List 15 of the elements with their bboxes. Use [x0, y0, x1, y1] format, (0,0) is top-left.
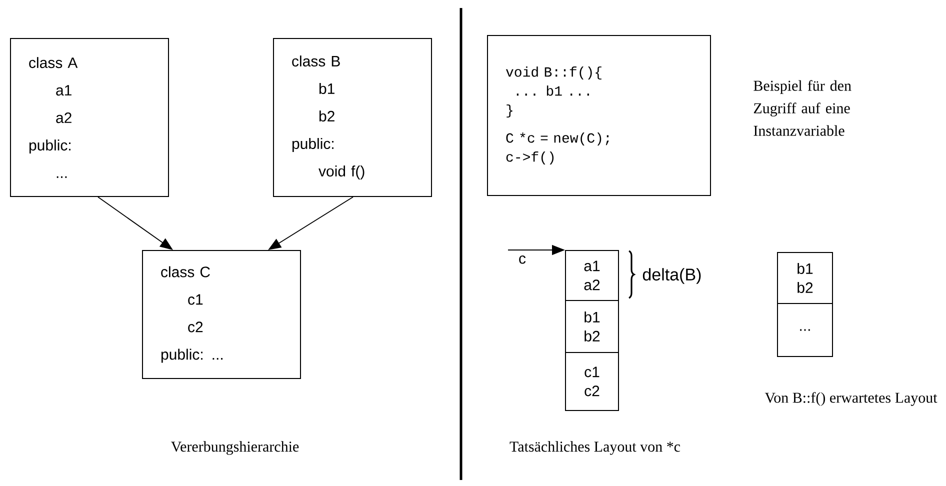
memory-cell: b1 b2: [777, 252, 833, 304]
caption: Tatsächliches Layout von *c: [510, 441, 680, 455]
memory-cell: ...: [777, 303, 833, 357]
memory-cell: b1 b2: [565, 300, 619, 353]
code-box: void B::f(){ ... b1 ... } C *c = new(C); c->f(): [487, 35, 711, 196]
memory-cell: c1 c2: [565, 352, 619, 411]
class-box: class B b1 b2 public: void f(): [273, 38, 432, 197]
edge-label: c: [519, 256, 526, 264]
class-box: class A a1 a2 public: ...: [10, 38, 169, 197]
caption: Vererbungshierarchie: [171, 441, 299, 455]
class-box: class C c1 c2 public: ...: [142, 250, 301, 379]
caption: Von B::f() erwartetes Layout: [764, 392, 938, 406]
memory-cell: a1 a2: [565, 250, 619, 301]
brace-label: delta(B): [642, 268, 701, 284]
note-text: Beispiel für den Zugriff auf eine Instanzvariable: [754, 80, 852, 136]
